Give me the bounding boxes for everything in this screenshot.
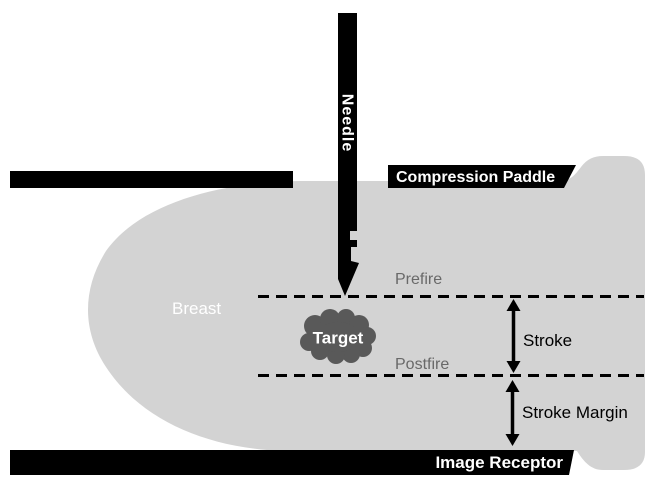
needle-label: Needle	[339, 94, 356, 152]
image-receptor-label: Image Receptor	[435, 453, 563, 472]
stroke-arrow	[506, 299, 521, 373]
stroke-label: Stroke	[523, 331, 572, 350]
needle-shape	[338, 13, 359, 296]
target-label: Target	[313, 329, 364, 348]
prefire-label: Prefire	[395, 271, 442, 288]
compression-paddle-label-bar	[388, 165, 576, 188]
breast-label: Breast	[172, 299, 221, 318]
compression-paddle-label: Compression Paddle	[396, 169, 555, 186]
postfire-label: Postfire	[395, 356, 449, 373]
stroke-margin-arrow	[505, 380, 520, 446]
image-receptor-bar	[10, 450, 574, 475]
target-cloud	[300, 309, 376, 364]
compression-paddle-left-bar	[10, 171, 293, 188]
breast-shape	[88, 156, 645, 470]
stroke-margin-label: Stroke Margin	[522, 403, 628, 422]
